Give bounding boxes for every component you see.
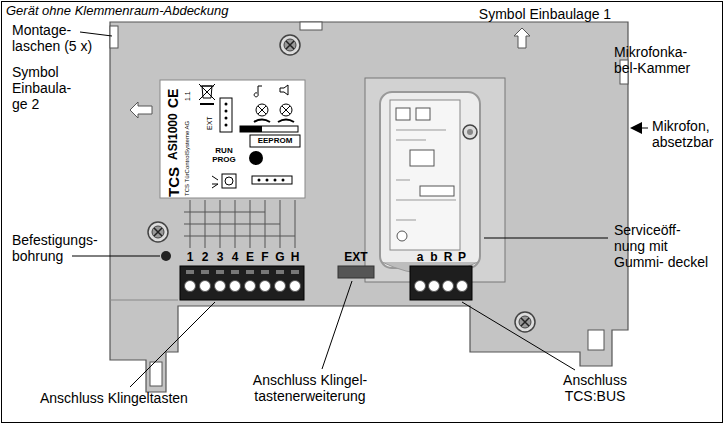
callout-label: Anschluss Klingeltasten xyxy=(40,390,188,406)
callout-label: Mikrofon, absetzbar xyxy=(652,118,720,150)
ce-mark: CE xyxy=(165,89,181,108)
logo-text: TCS xyxy=(165,167,182,197)
terminal-label: R xyxy=(441,250,455,264)
callout-label: Mikrofonka- bel-Kammer xyxy=(614,44,714,76)
terminal-label: E xyxy=(243,250,257,264)
terminal-label: G xyxy=(273,250,287,264)
connector-marking: EXT xyxy=(206,116,214,130)
terminal-label: 4 xyxy=(228,250,242,264)
terminal-label: F xyxy=(258,250,272,264)
terminal-label: b xyxy=(427,250,441,264)
callout-label: Befestigungs- bohrung xyxy=(12,232,112,264)
terminal-label: a xyxy=(413,250,427,264)
button-marking: RUN PROG xyxy=(206,146,242,164)
callout-label: Symbol Einbaula- ge 2 xyxy=(12,64,84,112)
terminal-label: 1 xyxy=(183,250,197,264)
terminal-label: EXT xyxy=(336,250,376,264)
callout-label: Anschluss TCS:BUS xyxy=(550,372,640,404)
terminal-label: 2 xyxy=(198,250,212,264)
terminal-label: H xyxy=(288,250,302,264)
callout-label: Symbol Einbaulage 1 xyxy=(465,6,625,22)
callout-label: Serviceöff- nung mit Gummi- deckel xyxy=(614,222,714,270)
version-marking: 1.1 xyxy=(184,91,192,101)
terminal-label: 3 xyxy=(213,250,227,264)
terminal-label: P xyxy=(455,250,469,264)
callout-label: Montage- laschen (5 x) xyxy=(12,22,102,54)
eeprom-marking: EEPROM xyxy=(250,136,300,146)
type-marking: ASI1000 xyxy=(166,113,180,160)
manufacturer-text: TCS TürControlSysteme AG xyxy=(184,121,191,196)
figure-title: Gerät ohne Klemmenraum-Abdeckung xyxy=(6,3,229,19)
callout-label: Anschluss Klingel- tastenerweiterung xyxy=(240,372,380,404)
